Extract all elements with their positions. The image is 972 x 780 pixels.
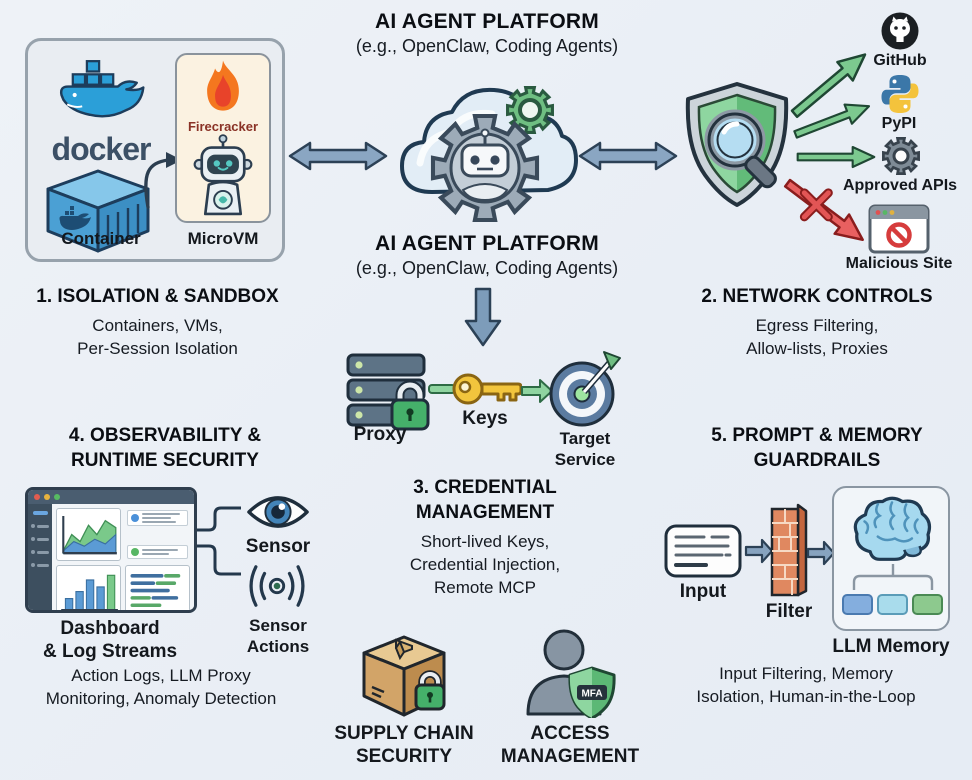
isolation-sandbox-panel: docker Firecracker [25, 38, 285, 262]
curved-arrow-icon [144, 152, 182, 209]
brick-wall-icon [770, 503, 808, 597]
pypi-icon [881, 75, 919, 113]
signal-icon [249, 565, 305, 607]
egress-arrow-apis-icon [796, 145, 876, 169]
network-line2: Allow-lists, Proxies [746, 339, 888, 358]
platform-title-mid: AI AGENT PLATFORM (e.g., OpenClaw, Codin… [237, 232, 737, 279]
eye-icon [247, 496, 309, 528]
window-titlebar [28, 490, 194, 504]
container-cube-icon [46, 169, 150, 253]
approved-apis-label: Approved APIs [842, 177, 958, 194]
input-card-icon [664, 524, 742, 578]
memory-block-cyan [877, 594, 908, 615]
access-label: ACCESS MANAGEMENT [500, 723, 640, 767]
platform-title-text: AI AGENT PLATFORM [375, 10, 599, 33]
malicious-site-label: Malicious Site [845, 255, 953, 272]
egress-arrow-pypi-icon [793, 103, 871, 139]
log-lines-icon [130, 574, 181, 608]
platform-subtitle-text-mid: (e.g., OpenClaw, Coding Agents) [355, 258, 619, 278]
dashboard-main [52, 504, 194, 610]
gear-icon [882, 137, 920, 175]
docker-wordmark: docker [51, 131, 152, 167]
observability-caption: Action Logs, LLM Proxy Monitoring, Anoma… [45, 666, 277, 708]
github-label: GitHub [873, 52, 927, 69]
platform-subtitle-text: (e.g., OpenClaw, Coding Agents) [355, 36, 619, 56]
isolation-caption: 1. ISOLATION & SANDBOX Containers, VMs, … [10, 284, 305, 360]
credential-line1: Short-lived Keys, [420, 532, 550, 551]
network-caption: 2. NETWORK CONTROLS Egress Filtering, Al… [672, 284, 962, 360]
container-label: Container [61, 229, 141, 248]
firecracker-label: Firecracker [187, 119, 259, 134]
isolation-heading: 1. ISOLATION & SANDBOX [36, 286, 279, 307]
dashboard-window [25, 487, 197, 613]
double-arrow-right-icon [578, 141, 678, 171]
log-stream-card [125, 565, 190, 610]
bar-chart-icon [61, 574, 118, 610]
keys-label: Keys [462, 408, 508, 429]
sensor-actions-label: Sensor Actions [246, 616, 310, 656]
window-zoom-icon [54, 494, 60, 500]
target-service-label: Target Service [554, 429, 616, 469]
robot-icon [193, 134, 253, 216]
egress-arrow-github-icon [790, 53, 867, 119]
shield-magnifier-icon [685, 82, 789, 207]
blocked-arrow-icon [783, 178, 864, 242]
docker-whale-icon [59, 60, 145, 118]
microvm-panel: Firecracker [175, 53, 271, 223]
area-chart-icon [62, 515, 117, 555]
window-close-icon [34, 494, 40, 500]
status-cards [125, 508, 190, 561]
blue-status-dot [131, 514, 139, 522]
credential-heading: 3. CREDENTIAL MANAGEMENT [413, 477, 557, 523]
llm-memory-panel [832, 486, 950, 631]
cloud-gear-robot-icon [400, 86, 578, 230]
down-arrow-icon [464, 287, 502, 347]
guardrails-heading: 5. PROMPT & MEMORY GUARDRAILS [711, 425, 923, 471]
memory-branch-lines [852, 564, 934, 590]
network-line1: Egress Filtering, [755, 316, 879, 335]
bar-chart-card [56, 565, 121, 610]
network-heading: 2. NETWORK CONTROLS [701, 286, 933, 307]
pypi-label: PyPI [881, 115, 917, 132]
mfa-shield-icon: MFA [568, 666, 616, 718]
person-icon: MFA [526, 629, 616, 718]
credential-caption: 3. CREDENTIAL MANAGEMENT Short-lived Key… [350, 475, 620, 599]
credential-line2: Credential Injection, [409, 555, 561, 574]
github-icon [881, 12, 919, 50]
platform-title-text-mid: AI AGENT PLATFORM [375, 232, 599, 255]
window-minimize-icon [44, 494, 50, 500]
proxy-label: Proxy [353, 424, 407, 445]
mfa-label: MFA [581, 689, 602, 700]
malicious-site-icon [868, 204, 930, 254]
key-icon [452, 373, 522, 405]
sensor-label: Sensor [245, 536, 311, 557]
filter-label: Filter [765, 601, 813, 622]
padlock-icon [390, 380, 430, 431]
flame-icon [207, 60, 239, 111]
guardrails-caption: Input Filtering, Memory Isolation, Human… [696, 664, 916, 706]
connector-lines [197, 506, 241, 576]
dashboard-label: Dashboard & Log Streams [42, 618, 178, 662]
double-arrow-left-icon [288, 141, 388, 171]
platform-title-top: AI AGENT PLATFORM (e.g., OpenClaw, Codin… [237, 10, 737, 57]
memory-block-green [912, 594, 943, 615]
target-icon [549, 351, 621, 427]
observability-heading: 4. OBSERVABILITY & RUNTIME SECURITY [68, 425, 262, 471]
input-label: Input [679, 581, 727, 602]
credential-line3: Remote MCP [433, 578, 537, 597]
area-chart-card [56, 508, 121, 562]
supply-chain-label: SUPPLY CHAIN SECURITY [334, 723, 474, 767]
memory-block-blue [842, 594, 873, 615]
dashboard-sidebar [28, 504, 52, 610]
microvm-label: MicroVM [187, 229, 259, 248]
isolation-line2: Per-Session Isolation [77, 339, 238, 358]
package-box-icon [362, 635, 446, 717]
brain-icon [853, 496, 932, 561]
green-status-dot [131, 548, 139, 557]
isolation-line1: Containers, VMs, [92, 316, 223, 335]
llm-memory-label: LLM Memory [832, 636, 950, 657]
